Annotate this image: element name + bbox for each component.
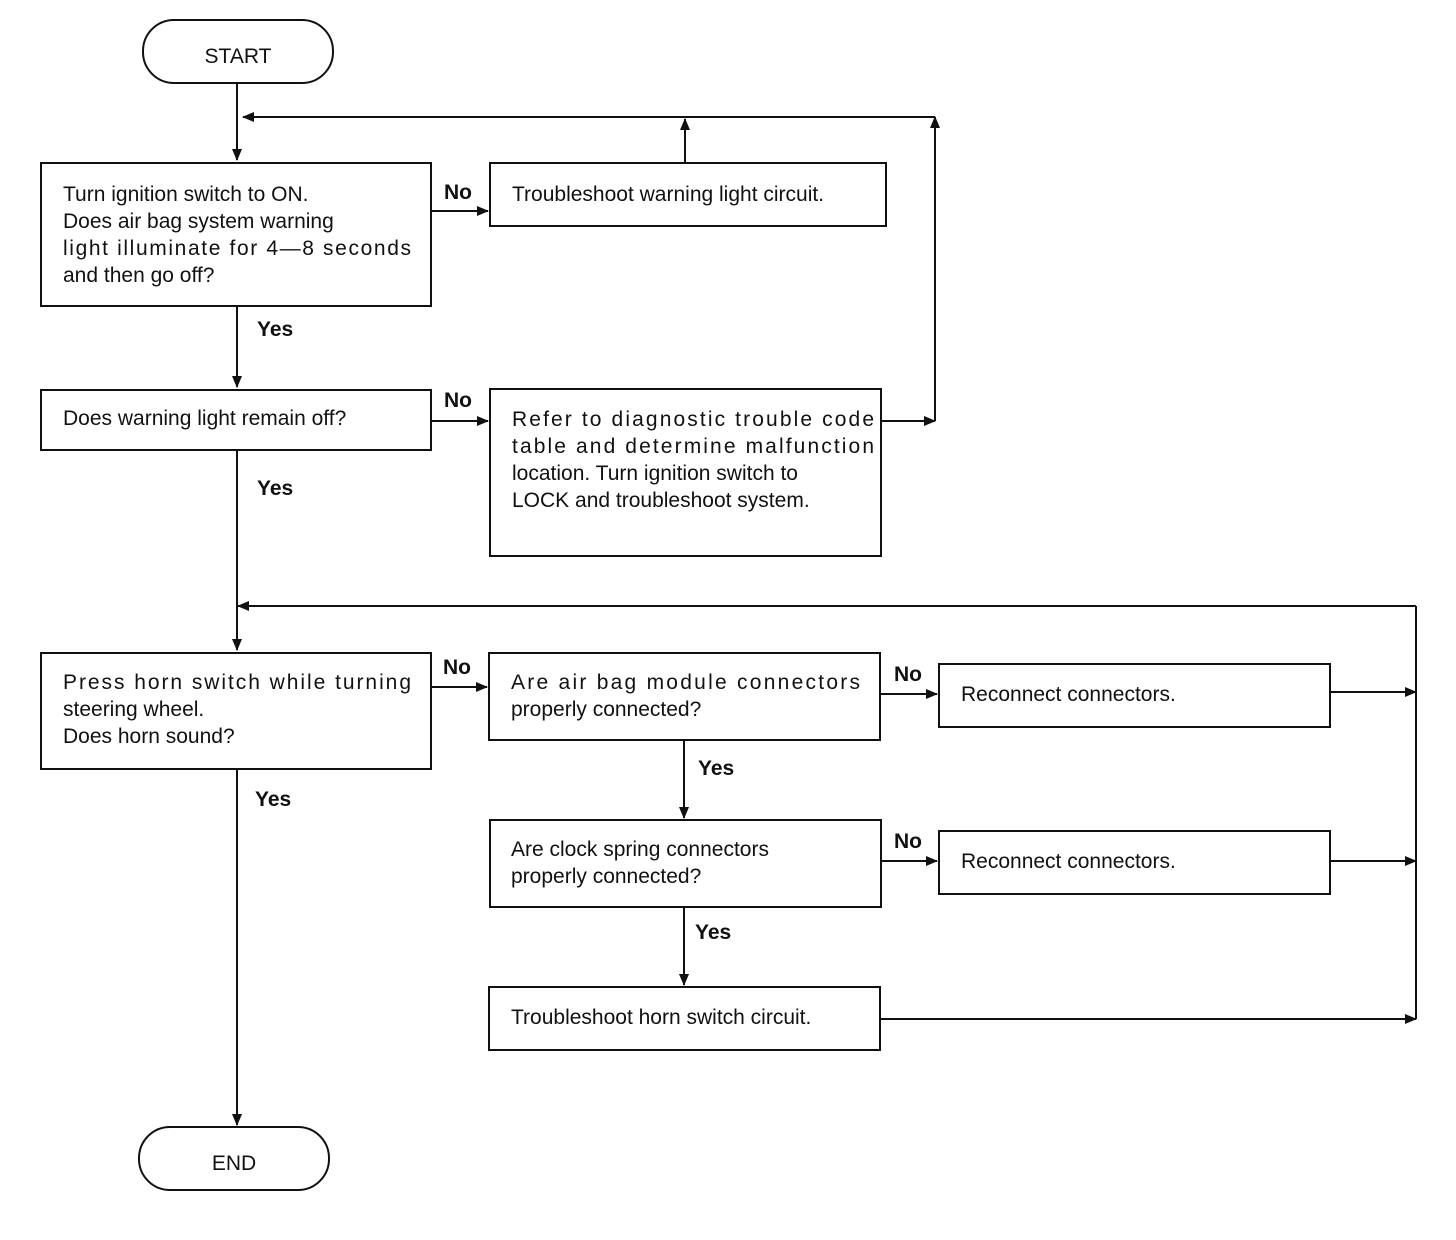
horn-switch-check-box: Press horn switch while turning steering … (40, 652, 432, 770)
branch-label-no: No (894, 830, 922, 853)
branch-label-yes: Yes (257, 318, 293, 341)
text-line: Reconnect connectors. (961, 850, 1176, 873)
text-line: location. Turn ignition switch to (512, 462, 798, 485)
warning-light-check-text: Turn ignition switch to ON. Does air bag … (63, 183, 411, 287)
reconnect-module-connectors-box: Reconnect connectors. (938, 663, 1331, 728)
clock-spring-check-box: Are clock spring connectors properly conn… (489, 819, 882, 908)
text-line: LOCK and troubleshoot system. (512, 489, 810, 512)
text-line: Are air bag module connectors (511, 671, 860, 694)
text-line: steering wheel. (63, 698, 204, 721)
troubleshoot-warning-circuit-box: Troubleshoot warning light circuit. (489, 162, 887, 227)
start-label: START (205, 45, 272, 68)
text-line: Turn ignition switch to ON. (63, 183, 308, 206)
text-line: Refer to diagnostic trouble code (512, 408, 874, 431)
text-line: Troubleshoot horn switch circuit. (511, 1006, 811, 1029)
warning-light-check-box: Turn ignition switch to ON. Does air bag … (40, 162, 432, 307)
branch-label-no: No (444, 389, 472, 412)
text-line: Troubleshoot warning light circuit. (512, 183, 824, 206)
branch-label-yes: Yes (698, 757, 734, 780)
text-line: properly connected? (511, 865, 701, 888)
clock-spring-check-text: Are clock spring connectors properly conn… (511, 838, 769, 888)
reconnect-module-connectors-text: Reconnect connectors. (961, 683, 1176, 706)
text-line: Press horn switch while turning (63, 671, 411, 694)
branch-label-yes: Yes (255, 788, 291, 811)
end-terminal: END (138, 1126, 330, 1191)
text-line: properly connected? (511, 698, 701, 721)
text-line: Does air bag system warning (63, 210, 334, 233)
text-line: Does warning light remain off? (63, 407, 346, 430)
horn-switch-check-text: Press horn switch while turning steering … (63, 671, 411, 748)
troubleshoot-horn-circuit-text: Troubleshoot horn switch circuit. (511, 1006, 811, 1029)
text-line: and then go off? (63, 264, 214, 287)
branch-label-yes: Yes (695, 921, 731, 944)
text-line: Reconnect connectors. (961, 683, 1176, 706)
branch-label-no: No (894, 663, 922, 686)
module-connectors-check-text: Are air bag module connectors properly co… (511, 671, 860, 721)
text-line: Does horn sound? (63, 725, 235, 748)
branch-label-no: No (443, 656, 471, 679)
text-line: Are clock spring connectors (511, 838, 769, 861)
module-connectors-check-box: Are air bag module connectors properly co… (488, 652, 881, 741)
remain-off-check-box: Does warning light remain off? (40, 389, 432, 451)
text-line: light illuminate for 4—8 seconds (63, 237, 411, 260)
reconnect-clock-spring-text: Reconnect connectors. (961, 850, 1176, 873)
remain-off-check-text: Does warning light remain off? (63, 407, 346, 430)
troubleshoot-horn-circuit-box: Troubleshoot horn switch circuit. (488, 986, 881, 1051)
start-terminal: START (142, 19, 334, 84)
end-label: END (212, 1152, 256, 1175)
branch-label-no: No (444, 181, 472, 204)
reconnect-clock-spring-box: Reconnect connectors. (938, 830, 1331, 895)
branch-label-yes: Yes (257, 477, 293, 500)
troubleshoot-warning-circuit-text: Troubleshoot warning light circuit. (512, 183, 824, 206)
